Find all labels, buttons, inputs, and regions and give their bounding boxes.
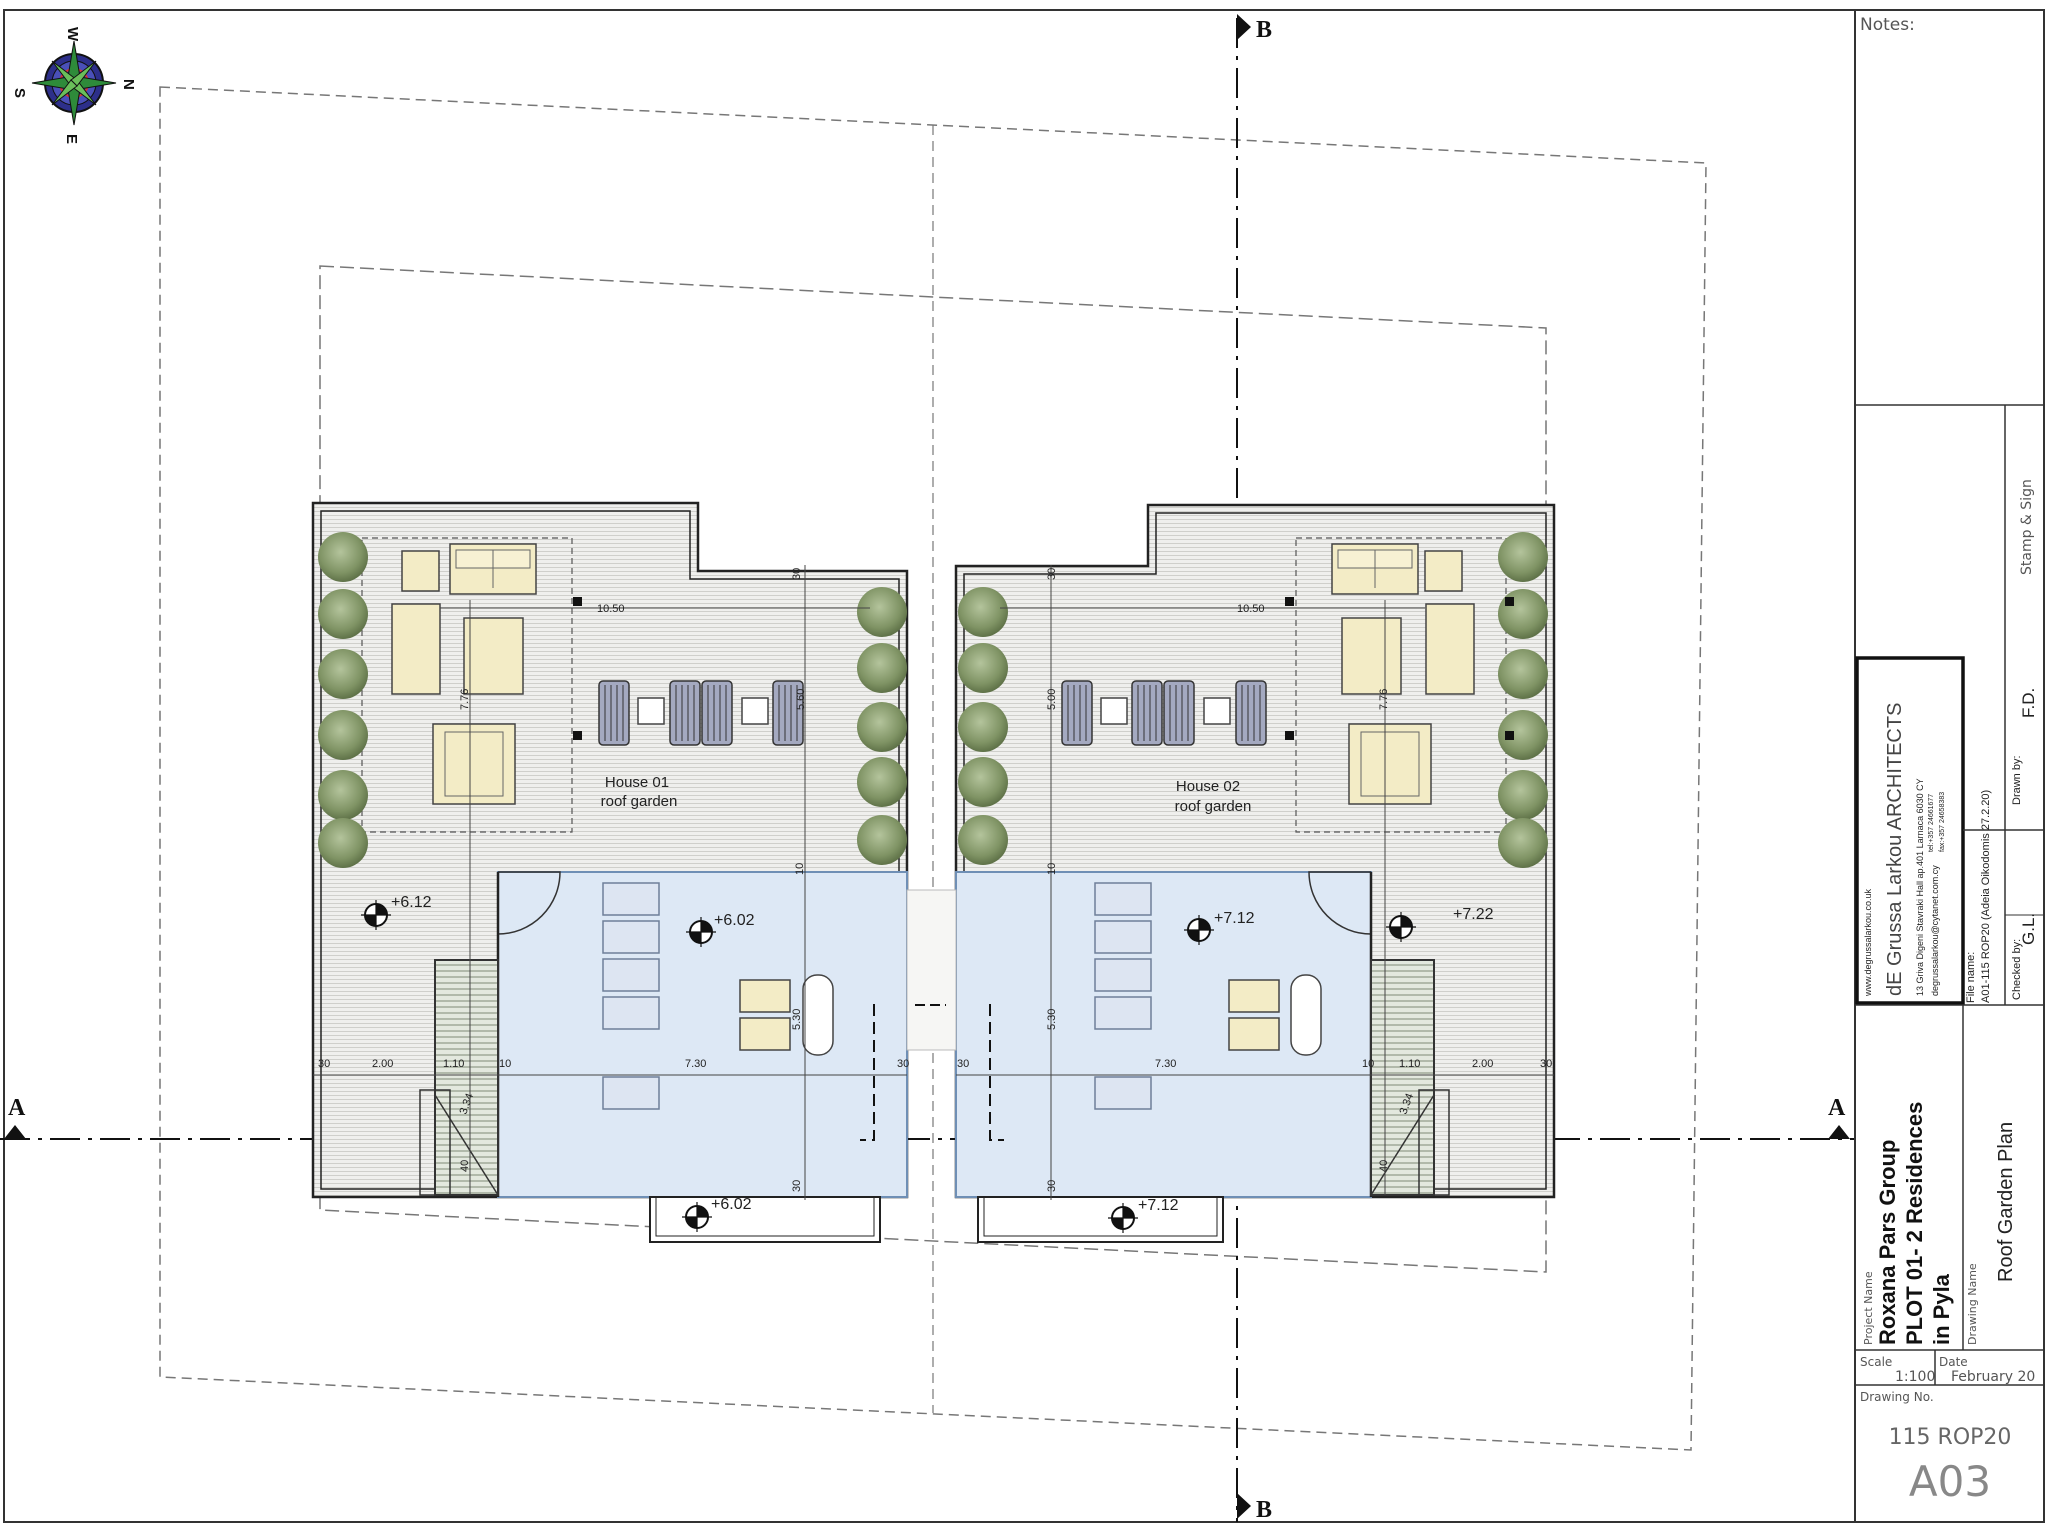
house-01-dim-width: 10.50 [597,603,625,615]
house-01-level-3: +6.02 [711,1196,752,1213]
file-name-label: File name: [1965,952,1977,1003]
house-02-dim-14: 10 [1362,1058,1374,1070]
house-02-label: House 02 [1176,778,1240,795]
house-02-level-2: +7.12 [1214,910,1255,927]
house-02-dim-8: 30 [1046,568,1058,580]
project-line-3: in Pyla [1929,1273,1954,1345]
date-value: February 20 [1951,1369,2035,1385]
compass-west: W [64,27,81,42]
house-02-dim-9: 30 [957,1058,969,1070]
house-01-door-swing [497,871,561,935]
section-marker-a-left: A [4,1095,26,1139]
sheet-number: A03 [1909,1457,1991,1506]
section-marker-b-bottom: B [1237,1493,1272,1523]
house-01-dim-9: 30 [318,1058,330,1070]
firm-fax: fax:+357 24658383 [1939,792,1946,852]
drawing-no-value: 115 ROP20 [1889,1425,2012,1450]
house-01-dim-11: 30 [791,1180,803,1192]
house-02-dim-4: 1.10 [1399,1058,1420,1070]
firm-tel: tel:+357 24661677 [1928,794,1935,852]
date-label: Date [1939,1355,1968,1369]
house-01-sublabel: roof garden [601,793,678,810]
section-marker-b-top: B [1237,14,1272,43]
house-01-dim-13: 10 [794,863,806,875]
house-01-dim-12: 40 [459,1160,471,1172]
house-02-sublabel: roof garden [1175,798,1252,815]
house-02-dim-10: 30 [1540,1058,1552,1070]
section-a-label-right: A [1828,1095,1846,1121]
project-name-label: Project Name [1862,1271,1875,1345]
house-02-balcony [977,1196,1224,1243]
house-02-dim-2: 5.00 [1046,689,1058,710]
house-02: House 02 roof garden +7.22 +7.12 +7.12 1… [954,503,1556,1243]
house-02-dim-5: 7.30 [1155,1058,1176,1070]
house-01-dim-5: 7.30 [685,1058,706,1070]
house-02-door-swing [1308,871,1372,935]
house-02-dim-3: 2.00 [1472,1058,1493,1070]
house-01-dim-8: 30 [791,568,803,580]
firm-website: www.degrussalarkou.co.uk [1863,888,1873,997]
house-01-label: House 01 [605,774,669,791]
house-01-trees [318,532,907,868]
plan-area: House 01 roof garden +6.12 +6.02 +6.02 1… [0,14,1855,1523]
plot-boundary [159,86,1707,1451]
house-01-level-2: +6.02 [714,912,755,929]
house-01-dim-1: 7.76 [459,689,471,710]
house-01-dim-3: 2.00 [372,1058,393,1070]
house-01-balcony [649,1196,881,1243]
drawn-by-label: Drawn by: [2011,755,2023,805]
project-line-2: PLOT 01- 2 Residences [1902,1102,1927,1345]
house-02-dim-1: 7.76 [1378,689,1390,710]
house-02-dim-13: 10 [1046,863,1058,875]
drawn-by-value: F.D. [2019,688,2038,718]
house-01-dim-4: 1.10 [443,1058,464,1070]
house-02-level-3: +7.12 [1138,1197,1179,1214]
compass-east: E [63,134,80,144]
notes-label: Notes: [1860,15,1915,35]
title-block: Notes: Stamp & Sign www.degrussalarkou.c… [1854,10,2044,1522]
house-02-dim-6: 5.30 [1046,1009,1058,1030]
compass-icon [31,40,117,126]
section-b-label-top: B [1256,17,1272,43]
house-02-stair [1370,959,1435,1196]
sheet-border [3,9,2045,1523]
checked-by-label: Checked by: [2011,939,2023,1000]
house-01: House 01 roof garden +6.12 +6.02 +6.02 1… [311,501,909,1243]
section-b-label-bottom: B [1256,1497,1272,1523]
house-01-level-1: +6.12 [391,894,432,911]
drawing-name-label: Drawing Name [1966,1263,1979,1345]
house-01-dim-10: 30 [897,1058,909,1070]
firm-email: degrussalarkou@cytanet.com.cy [1930,865,1940,996]
project-line-1: Roxana Pars Group [1875,1140,1900,1345]
section-a-label-left: A [8,1095,26,1121]
house-02-level-1: +7.22 [1453,906,1494,923]
house-01-dim-6: 5.30 [791,1009,803,1030]
compass-south: S [11,88,28,98]
house-01-dim-2: 5.60 [795,689,807,710]
house-02-dim-11: 30 [1046,1180,1058,1192]
stamp-sign-label: Stamp & Sign [2019,479,2035,575]
scale-value: 1:100 [1895,1369,1935,1385]
house-01-stair [434,959,499,1196]
section-marker-a-right: A [1828,1095,1850,1139]
drawing-no-label: Drawing No. [1860,1390,1934,1404]
house-02-dim-width: 10.50 [1237,603,1265,615]
house-02-trees [958,532,1548,868]
house-01-dim-14: 10 [499,1058,511,1070]
firm-address: 13 Griva Digeni Stavraki Hall ap.401 Lar… [1915,778,1925,996]
scale-label: Scale [1860,1355,1892,1369]
house-02-dim-12: 40 [1378,1160,1390,1172]
checked-by-value: G.L. [2019,913,2038,945]
firm-name: dE Grussa Larkou ARCHITECTS [1884,703,1906,996]
drawing-name-value: Roof Garden Plan [1995,1122,2017,1282]
compass-north: N [120,79,137,90]
file-name-value: A01-115 ROP20 (Adeia Oikodomis 27.2.20) [1980,790,1992,1003]
